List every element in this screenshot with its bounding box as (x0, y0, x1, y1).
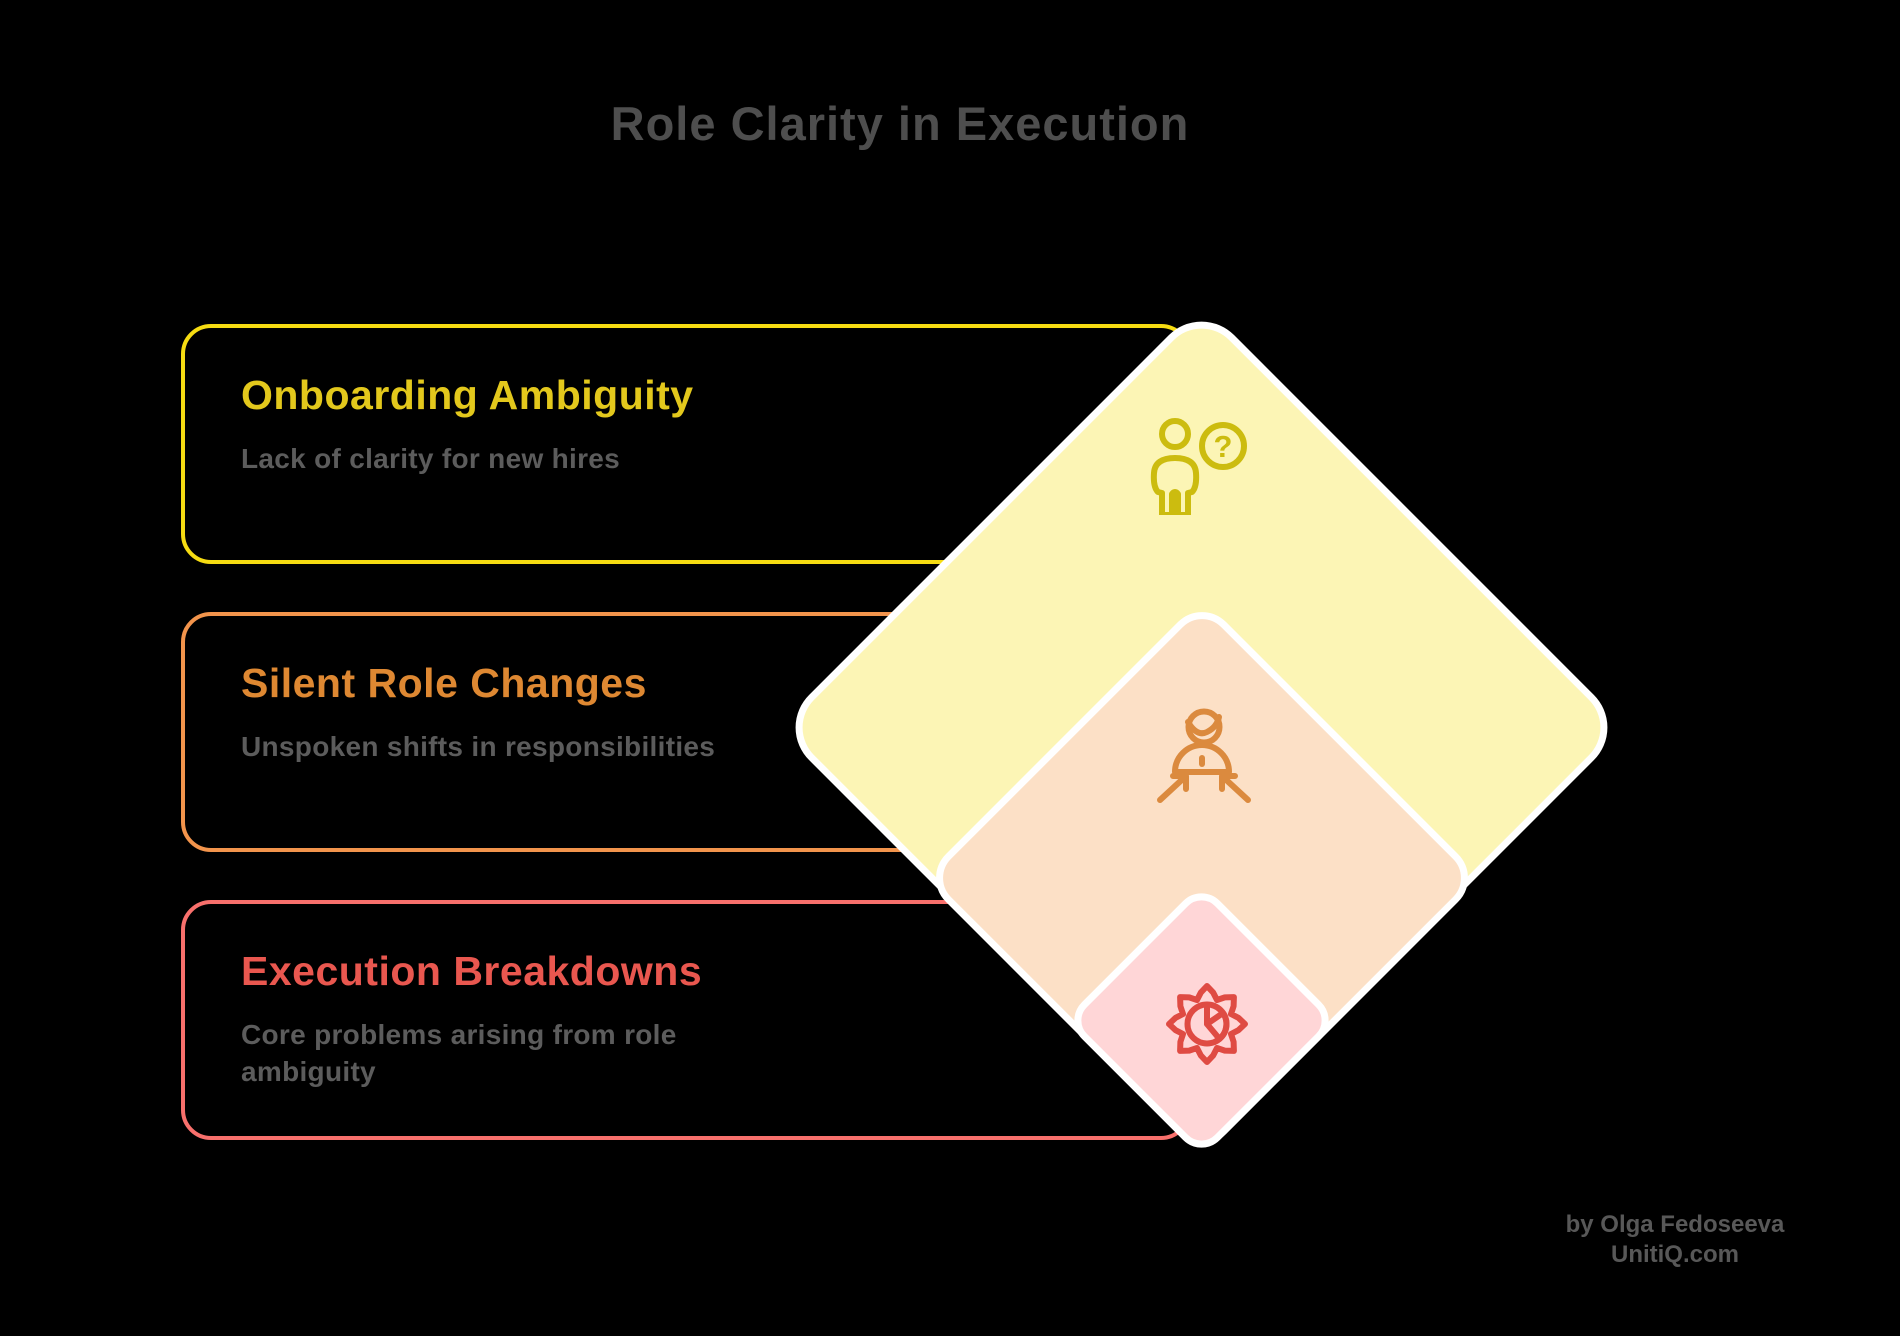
card-title: Silent Role Changes (241, 660, 647, 706)
page-title: Role Clarity in Execution (610, 97, 1190, 150)
card-content: Onboarding Ambiguity Lack of clarity for… (241, 372, 694, 478)
person-arrows-icon (1157, 708, 1251, 803)
card-subtitle: Unspoken shifts in responsibilities (241, 731, 716, 763)
card-title: Execution Breakdowns (241, 948, 703, 994)
card-subtitle: Core problems arising from role ambiguit… (241, 1019, 677, 1088)
card-title: Onboarding Ambiguity (241, 372, 694, 418)
attribution-author: by Olga Fedoseeva (1565, 1211, 1785, 1238)
card-subtitle: Lack of clarity for new hires (241, 443, 621, 475)
question-mark-glyph: ? (1214, 429, 1233, 464)
card-execution-breakdowns: Execution Breakdowns Core problems arisi… (181, 900, 1191, 1140)
card-content: Silent Role Changes Unspoken shifts in r… (241, 660, 715, 766)
card-silent-role-changes: Silent Role Changes Unspoken shifts in r… (181, 612, 1191, 852)
person-question-icon: ? (1150, 418, 1247, 515)
card-content: Execution Breakdowns Core problems arisi… (241, 948, 786, 1091)
attribution: by Olga Fedoseeva UnitiQ.com (1475, 1210, 1875, 1270)
card-onboarding-ambiguity: Onboarding Ambiguity Lack of clarity for… (181, 324, 1191, 564)
attribution-site: UnitiQ.com (1610, 1241, 1739, 1268)
gear-pie-icon (1166, 983, 1248, 1065)
